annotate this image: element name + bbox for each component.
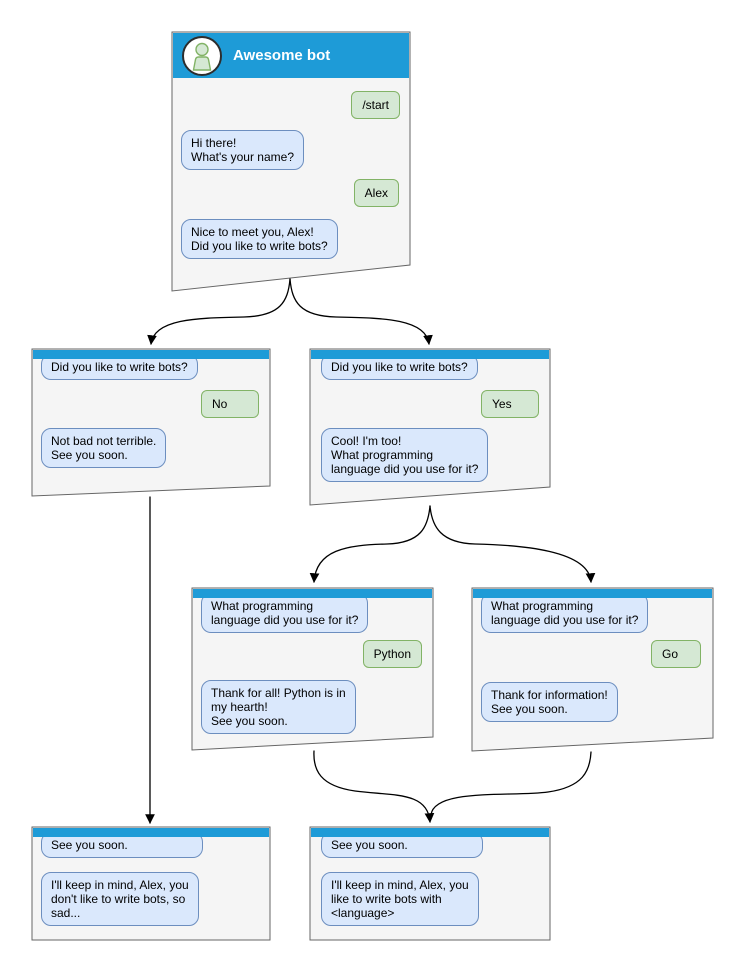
bot-message-bubble: See you soon.	[321, 837, 483, 858]
user-avatar	[182, 36, 222, 76]
chat-body: /start Hi there! What's your name? Alex …	[173, 78, 409, 291]
bot-message-bubble: Not bad not terrible. See you soon.	[41, 428, 167, 468]
chat-body: Did you like to write bots? Yes Cool! I'…	[311, 359, 549, 505]
person-icon	[192, 42, 212, 71]
bot-message-bubble: What programming language did you use fo…	[481, 598, 649, 633]
bot-message-bubble: Did you like to write bots?	[321, 359, 478, 380]
window-header-bar	[473, 589, 712, 598]
window-end-no: See you soon. I'll keep in mind, Alex, y…	[32, 827, 270, 940]
window-branch-go: What programming language did you use fo…	[472, 588, 713, 751]
bot-message-bubble: See you soon.	[41, 837, 203, 858]
chat-body: What programming language did you use fo…	[193, 598, 432, 750]
window-root-titlebar: Awesome bot	[173, 33, 409, 78]
bot-message-bubble: I'll keep in mind, Alex, you don't like …	[41, 872, 199, 926]
bot-message-bubble: I'll keep in mind, Alex, you like to wri…	[321, 872, 479, 926]
bot-message-bubble: Thank for information! See you soon.	[481, 682, 618, 722]
bot-message-bubble: Hi there! What's your name?	[181, 130, 305, 170]
window-header-bar	[193, 589, 432, 598]
user-message-bubble: Python	[362, 640, 422, 668]
edge-root-to-yes	[289, 278, 433, 345]
user-message-bubble: Alex	[353, 179, 399, 207]
edge-python-to-end	[313, 750, 435, 823]
bot-message-bubble: Cool! I'm too! What programming language…	[321, 428, 489, 482]
edge-yes-to-go	[429, 505, 596, 583]
edge-go-to-end	[430, 751, 592, 816]
edge-yes-to-python	[309, 505, 431, 583]
window-title: Awesome bot	[233, 47, 331, 64]
window-header-bar	[33, 828, 269, 837]
window-branch-python: What programming language did you use fo…	[192, 588, 433, 750]
bot-message-bubble: Nice to meet you, Alex! Did you like to …	[181, 219, 338, 259]
window-branch-no: Did you like to write bots? No Not bad n…	[32, 349, 270, 495]
edge-root-to-no	[147, 278, 291, 345]
window-end-yes: See you soon. I'll keep in mind, Alex, y…	[310, 827, 550, 940]
user-message-bubble: /start	[351, 91, 400, 119]
bot-message-bubble: Did you like to write bots?	[41, 359, 198, 380]
window-header-bar	[33, 350, 269, 359]
window-root: Awesome bot /start Hi there! What's your…	[172, 32, 410, 291]
window-branch-yes: Did you like to write bots? Yes Cool! I'…	[310, 349, 550, 505]
chat-body: See you soon. I'll keep in mind, Alex, y…	[311, 837, 549, 940]
user-message-bubble: Yes	[481, 390, 539, 418]
bot-message-bubble: Thank for all! Python is in my hearth! S…	[201, 680, 356, 734]
bot-message-bubble: What programming language did you use fo…	[201, 598, 369, 633]
chat-body: Did you like to write bots? No Not bad n…	[33, 359, 269, 495]
window-header-bar	[311, 828, 549, 837]
chat-body: See you soon. I'll keep in mind, Alex, y…	[33, 837, 269, 940]
window-header-bar	[311, 350, 549, 359]
user-message-bubble: Go	[651, 640, 701, 668]
user-message-bubble: No	[201, 390, 259, 418]
chat-body: What programming language did you use fo…	[473, 598, 712, 751]
